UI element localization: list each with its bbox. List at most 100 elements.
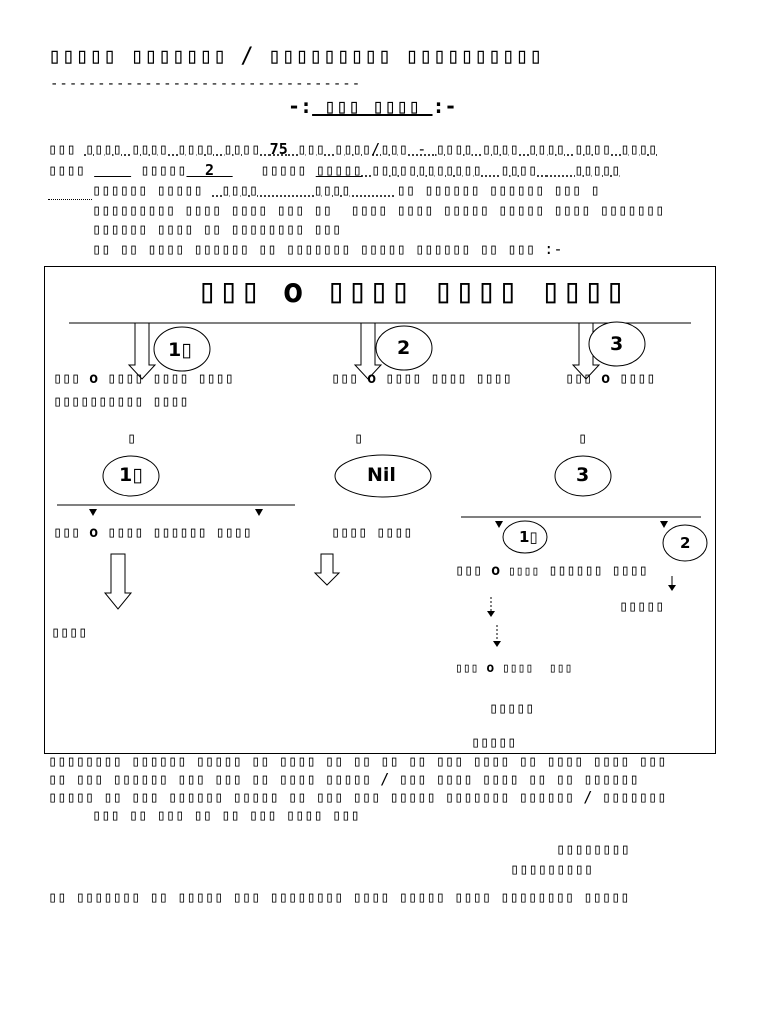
para-line-1-a: ▯▯▯: [48, 140, 85, 158]
para-line-5: ▯▯▯▯▯▯ ▯▯▯▯ ▯▯ ▯▯▯▯▯▯▯▯ ▯▯▯: [92, 220, 342, 238]
left-sub-o: o: [89, 523, 99, 541]
branch-3-o: o: [601, 369, 611, 387]
branch-1-label-line2: ▯▯▯▯▯▯▯▯▯▯ ▯▯▯▯: [53, 392, 189, 410]
footer-line-3: ▯▯▯▯▯ ▯▯ ▯▯▯ ▯▯▯▯▯▯ ▯▯▯▯▯ ▯▯ ▯▯▯ ▯▯▯ ▯▯▯…: [48, 788, 667, 806]
right-circle-2-label: 2: [680, 534, 691, 552]
subheading: -: ▯▯▯ ▯▯▯▯ :-: [288, 94, 457, 118]
right-sub-b: ▯▯▯▯: [500, 564, 540, 579]
down-arrow-2-icon: [353, 322, 383, 380]
branch-2-a: ▯▯▯: [331, 369, 359, 387]
para-line-2-a: ▯▯▯▯: [48, 161, 95, 179]
down-arrow-center-icon: [313, 553, 341, 586]
para-line-2: ▯▯▯▯ ▯▯▯▯▯ 2 ▯▯▯▯▯ ▯▯▯▯▯ ▯▯▯▯▯▯▯▯▯▯▯▯ ▯▯…: [48, 161, 620, 179]
mid-oval-nil-label: Nil: [367, 464, 396, 486]
para-line-3-c: ▯▯▯▯: [304, 181, 397, 199]
para-line-3: ▯▯▯▯▯▯ ▯▯▯▯▯ ▯▯▯▯ ▯▯▯▯ ▯▯ ▯▯▯▯▯▯ ▯▯▯▯▯▯ …: [48, 181, 600, 200]
mid-oval-1-label: 1▯: [119, 464, 143, 486]
branch-2-b: ▯▯▯▯ ▯▯▯▯ ▯▯▯▯: [376, 369, 512, 387]
right-sub-a: ▯▯▯: [455, 561, 483, 579]
para-line-2-blank: [94, 161, 131, 179]
para-line-1-num: 75: [269, 140, 289, 158]
subheading-open: -:: [288, 94, 313, 118]
para-line-3-leader: [48, 181, 92, 200]
right-circle-1-label: 1▯: [519, 528, 538, 546]
branch-1-b: ▯▯▯▯ ▯▯▯▯ ▯▯▯▯: [98, 369, 234, 387]
flowchart-box: ▯▯▯ o ▯▯▯▯ ▯▯▯▯ ▯▯▯▯ 1▯ 2 3 ▯▯▯ o ▯▯▯▯ ▯…: [44, 266, 716, 754]
para-line-2-d: ▯▯▯▯▯: [232, 161, 316, 179]
right-end-3: ▯▯▯▯▯: [471, 733, 517, 751]
right-arrowhead-5-icon: [493, 641, 501, 647]
mid-glyph-2: ▯: [354, 429, 364, 447]
right-arrowhead-4-icon: [487, 611, 495, 617]
down-arrow-left-icon: [103, 553, 133, 610]
flowchart-lines: [57, 321, 708, 647]
right-end-2: ▯▯▯▯▯: [489, 699, 535, 717]
para-line-3-a: ▯▯▯▯▯▯ ▯▯▯▯▯: [92, 181, 212, 199]
footer-line-2: ▯▯ ▯▯▯ ▯▯▯▯▯▯ ▯▯▯ ▯▯▯ ▯▯ ▯▯▯▯ ▯▯▯▯▯ / ▯▯…: [48, 770, 639, 788]
right-sub-c: ▯▯▯▯▯▯ ▯▯▯▯: [539, 561, 648, 579]
para-line-1: ▯▯▯ ▯▯▯▯ ▯▯▯▯ ▯▯▯▯ ▯▯▯▯ 75 ▯▯▯ ▯▯▯▯/▯▯▯ …: [48, 140, 657, 158]
mid-oval-nil-shape: [334, 454, 432, 498]
top-circle-3-label: 3: [610, 333, 624, 355]
para-line-2-c: ▯▯▯▯▯: [131, 161, 187, 179]
branch-3-label: ▯▯▯ o ▯▯▯▯: [565, 369, 655, 387]
para-line-2-e: ▯▯▯▯▯: [315, 161, 362, 179]
top-circle-1-label: 1▯: [168, 339, 192, 361]
branch-2-o: o: [367, 369, 377, 387]
down-arrow-1-icon: [127, 322, 157, 380]
mid-oval-3-shape: [554, 455, 612, 497]
left-arrowhead-1-icon: [89, 509, 97, 516]
para-line-1-d: ▯▯▯▯ ▯▯▯▯ ▯▯▯▯ ▯▯▯▯ ▯▯▯▯: [435, 140, 658, 158]
right-circle-1-shape: [502, 520, 548, 554]
para-line-2-f: ▯▯▯▯▯▯▯▯▯▯▯▯ ▯▯▯▯: [361, 161, 547, 179]
branch-1-label: ▯▯▯ o ▯▯▯▯ ▯▯▯▯ ▯▯▯▯: [53, 369, 234, 387]
left-arrowhead-2-icon: [255, 509, 263, 516]
right-end-1: ▯▯▯▯▯: [619, 597, 665, 615]
subheading-close: :-: [432, 94, 457, 118]
center-sub-label: ▯▯▯▯ ▯▯▯▯: [331, 523, 413, 541]
footer-line-1: ▯▯▯▯▯▯▯▯ ▯▯▯▯▯▯ ▯▯▯▯▯ ▯▯ ▯▯▯▯ ▯▯ ▯▯ ▯▯ ▯…: [48, 752, 667, 770]
right-sub-o: o: [491, 561, 501, 579]
branch-3-a: ▯▯▯: [565, 369, 593, 387]
flowchart-heading: ▯▯▯ o ▯▯▯▯ ▯▯▯▯ ▯▯▯▯: [197, 271, 627, 311]
left-end-label: ▯▯▯▯: [51, 623, 88, 641]
para-line-2-g: ▯▯▯▯▯: [546, 161, 621, 179]
right-circle-2-shape: [662, 524, 708, 562]
branch-3-b: ▯▯▯▯: [610, 369, 656, 387]
right-sub2-o: o: [486, 661, 495, 676]
para-line-1-b: ▯▯▯▯ ▯▯▯▯ ▯▯▯▯ ▯▯▯▯: [84, 140, 270, 158]
para-line-3-d: ▯▯ ▯▯▯▯▯▯ ▯▯▯▯▯▯ ▯▯▯ ▯: [396, 181, 600, 199]
signature-line-2: ▯▯▯▯▯▯▯▯▯: [510, 860, 594, 878]
right-sub2-b: ▯▯▯▯ ▯▯▯: [494, 661, 573, 676]
top-circle-2-label: 2: [397, 337, 411, 359]
para-line-3-b: ▯▯▯▯: [212, 181, 305, 199]
closing-line: ▯▯ ▯▯▯▯▯▯▯ ▯▯ ▯▯▯▯▯ ▯▯▯ ▯▯▯▯▯▯▯▯ ▯▯▯▯ ▯▯…: [48, 888, 630, 906]
mid-oval-3-label: 3: [576, 464, 590, 486]
para-line-2-num: 2: [186, 161, 233, 179]
mid-glyph-1: ▯: [127, 429, 137, 447]
footer-line-4: ▯▯▯ ▯▯ ▯▯▯ ▯▯ ▯▯ ▯▯▯ ▯▯▯▯ ▯▯▯: [92, 806, 360, 824]
top-circle-2-shape: [375, 325, 433, 371]
signature-line-1: ▯▯▯▯▯▯▯▯: [556, 840, 630, 858]
branch-1-o: o: [89, 369, 99, 387]
branch-2-label: ▯▯▯ o ▯▯▯▯ ▯▯▯▯ ▯▯▯▯: [331, 369, 512, 387]
right-arrowhead-1-icon: [495, 521, 503, 528]
subheading-text: ▯▯▯ ▯▯▯▯: [312, 94, 433, 118]
document-title: ▯▯▯▯▯ ▯▯▯▯▯▯▯ / ▯▯▯▯▯▯▯▯▯ ▯▯▯▯▯▯▯▯▯▯: [48, 44, 543, 69]
top-circle-1-shape: [153, 326, 211, 372]
branch-1-a: ▯▯▯: [53, 369, 81, 387]
right-sub-label: ▯▯▯ o ▯▯▯▯ ▯▯▯▯▯▯ ▯▯▯▯: [455, 561, 648, 579]
left-sub-label: ▯▯▯ o ▯▯▯▯ ▯▯▯▯▯▯ ▯▯▯▯: [53, 523, 252, 541]
para-line-4: ▯▯▯▯▯▯▯▯▯ ▯▯▯▯ ▯▯▯▯ ▯▯▯ ▯▯ ▯▯▯▯ ▯▯▯▯ ▯▯▯…: [92, 201, 665, 219]
mid-oval-1-shape: [102, 455, 160, 497]
title-rule: ---------------------------------: [50, 76, 362, 92]
right-arrowhead-3-icon: [668, 585, 676, 591]
left-sub-b: ▯▯▯▯ ▯▯▯▯▯▯ ▯▯▯▯: [98, 523, 252, 541]
para-line-1-c: ▯▯▯ ▯▯▯▯/▯▯▯ -: [288, 140, 436, 158]
mid-glyph-3: ▯: [578, 429, 588, 447]
right-sub2-a: ▯▯▯: [455, 661, 479, 676]
right-sub2-label: ▯▯▯ o ▯▯▯▯ ▯▯▯: [455, 661, 572, 676]
top-circle-3-shape: [588, 321, 646, 367]
left-sub-a: ▯▯▯: [53, 523, 81, 541]
para-line-6: ▯▯ ▯▯ ▯▯▯▯ ▯▯▯▯▯▯ ▯▯ ▯▯▯▯▯▯▯ ▯▯▯▯▯ ▯▯▯▯▯…: [92, 240, 563, 258]
